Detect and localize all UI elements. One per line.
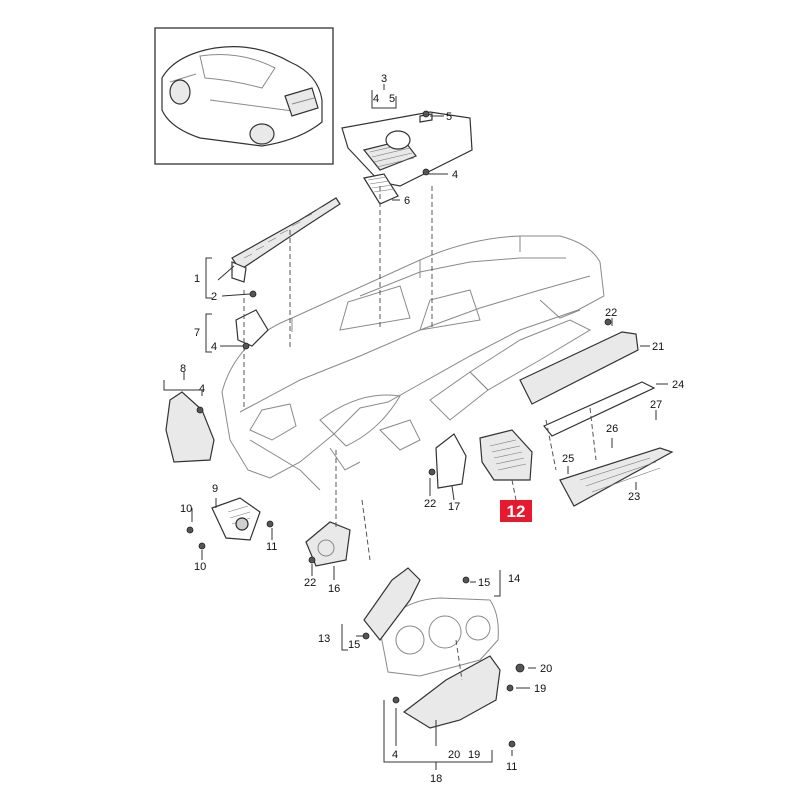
- part-label: 8: [180, 363, 186, 375]
- part-label: 4: [452, 169, 458, 181]
- lower-trim-part: [435, 433, 467, 489]
- highlighted-part-label: 12: [507, 502, 526, 521]
- part-label: 19: [468, 749, 480, 761]
- vent-grille-part: [363, 173, 399, 205]
- glovebox-lid-part: [543, 381, 656, 437]
- part-label: 27: [650, 399, 662, 411]
- cluster-lower-part: [402, 655, 501, 729]
- trim-strip-part: [519, 331, 639, 405]
- part-label: 6: [404, 195, 410, 207]
- vehicle-thumbnail: [154, 27, 334, 165]
- part-label: 5: [446, 111, 452, 123]
- part-label: 4: [392, 749, 398, 761]
- end-panel-part: [165, 391, 215, 463]
- part-label: 14: [508, 573, 520, 585]
- part-label: 2: [211, 291, 217, 303]
- part-label: 10: [180, 503, 192, 515]
- part-label: 7: [194, 327, 200, 339]
- part-label: 4: [199, 383, 205, 395]
- part-label: 11: [506, 761, 517, 773]
- part-label: 17: [448, 501, 460, 513]
- part-label: 15: [478, 577, 490, 589]
- cluster-cover-part: [363, 567, 421, 641]
- part-label: 21: [652, 341, 664, 353]
- part-label: 11: [266, 541, 277, 553]
- part-label: 4: [211, 341, 217, 353]
- part-label: 4: [373, 93, 379, 105]
- side-cover-part: [235, 309, 269, 347]
- highlighted-callout: 12: [500, 500, 532, 522]
- part-labels: 3 4 5 5 4 6 1 2 7 4 8 4 9 10 10 11 22 16…: [180, 73, 684, 785]
- side-air-vent-part: [211, 497, 261, 541]
- part-label: 16: [328, 583, 340, 595]
- fasteners: [186, 110, 612, 748]
- part-label: 26: [606, 423, 618, 435]
- center-air-vent-part: [479, 429, 533, 481]
- part-label: 25: [562, 453, 574, 465]
- part-label: 22: [424, 498, 436, 510]
- part-label: 20: [540, 663, 552, 675]
- defroster-strip-part: [231, 197, 341, 283]
- part-label: 13: [318, 633, 330, 645]
- part-label: 24: [672, 379, 684, 391]
- part-label: 22: [304, 577, 316, 589]
- part-label: 19: [534, 683, 546, 695]
- part-label: 5: [389, 93, 395, 105]
- part-label: 9: [212, 483, 218, 495]
- part-label: 1: [194, 273, 200, 285]
- dashboard-main-outline: [221, 235, 605, 491]
- glovebox-liner-part: [559, 447, 674, 507]
- part-label: 23: [628, 491, 640, 503]
- part-label: 3: [381, 73, 387, 85]
- part-label: 15: [348, 639, 360, 651]
- part-label: 20: [448, 749, 460, 761]
- alignment-lines: [243, 186, 597, 681]
- part-label: 18: [430, 773, 442, 785]
- part-label: 10: [194, 561, 206, 573]
- center-upper-trim-panel: [341, 111, 473, 187]
- part-label: 22: [605, 307, 617, 319]
- leader-lines: [163, 84, 668, 770]
